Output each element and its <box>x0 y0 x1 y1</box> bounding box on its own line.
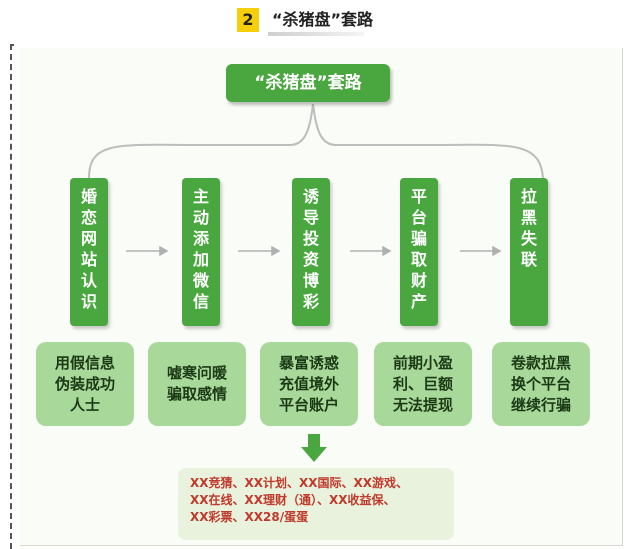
desc-1: 用假信息伪装成功人士 <box>36 342 134 426</box>
desc-3: 暴富诱惑充值境外平台账户 <box>260 342 358 426</box>
step-4-platform-fraud: 平台骗取财产 <box>400 178 438 326</box>
dashed-border-left <box>10 44 12 549</box>
arrow-2-head <box>271 245 281 257</box>
platform-names-box: XX竞猜、XX计划、XX国际、XX游戏、 XX在线、XX理财（通）、XX收益保、… <box>178 468 454 540</box>
desc-5: 卷款拉黑换个平台继续行骗 <box>492 342 590 426</box>
desc-2: 嘘寒问暖骗取感情 <box>148 342 246 426</box>
step-1-dating-site: 婚恋网站认识 <box>70 178 108 326</box>
root-node: “杀猪盘”套路 <box>226 64 390 102</box>
arrow-1-head <box>159 245 169 257</box>
arrow-4-head <box>492 245 502 257</box>
down-arrow <box>301 434 327 462</box>
title-underline <box>268 32 364 36</box>
section-title: “杀猪盘”套路 <box>272 10 374 29</box>
dashed-border-top <box>10 44 14 46</box>
desc-4: 前期小盈利、巨额无法提现 <box>374 342 472 426</box>
brace-connector <box>88 103 544 179</box>
platform-names-line: XX彩票、XX28/蛋蛋 <box>190 510 309 524</box>
section-number-badge: 2 <box>237 8 259 32</box>
step-5-block-disappear: 拉黑失联 <box>510 178 548 326</box>
platform-names-line: XX竞猜、XX计划、XX国际、XX游戏、 <box>190 476 409 490</box>
platform-names-line: XX在线、XX理财（通）、XX收益保、 <box>190 493 396 507</box>
step-3-induce-gambling: 诱导投资博彩 <box>292 178 330 326</box>
step-2-add-wechat: 主动添加微信 <box>182 178 220 326</box>
arrow-3-head <box>382 245 392 257</box>
